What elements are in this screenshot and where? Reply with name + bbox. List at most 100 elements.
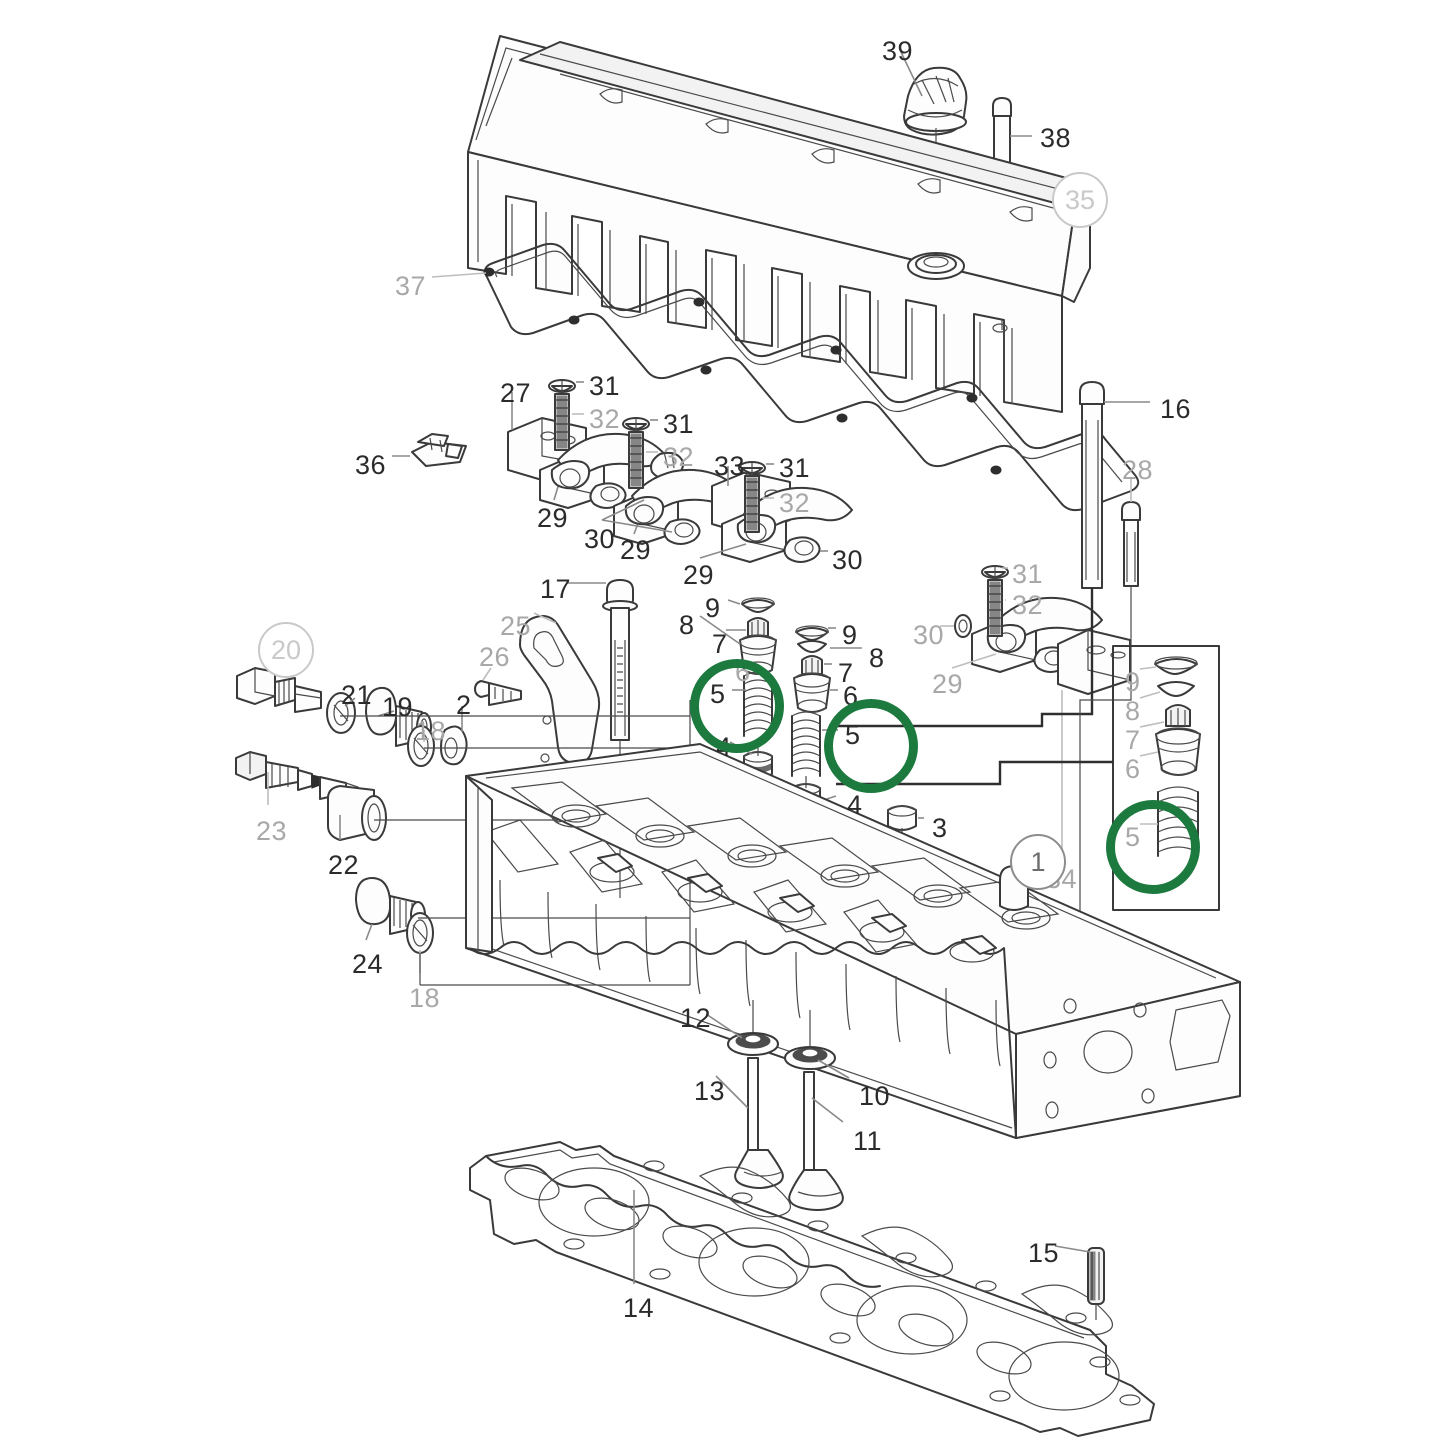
detail-box-part-7: [1165, 704, 1191, 727]
part-6-valve-seal-b: [793, 672, 831, 713]
callout-32-d: 32: [1012, 590, 1044, 620]
callout-7-a: 7: [712, 629, 728, 659]
part-26-bolt: [474, 680, 522, 706]
callout-32-b: 32: [663, 442, 695, 472]
callout-19: 19: [382, 692, 414, 722]
callout-9-c: 9: [1125, 667, 1141, 697]
callout-31-a: 31: [589, 371, 621, 401]
callout-3: 3: [932, 813, 948, 843]
callout-31-c: 31: [779, 453, 811, 483]
part-39-oil-filler-cap: [903, 66, 968, 136]
callout-32-a: 32: [589, 404, 621, 434]
callout-30-b: 30: [832, 545, 864, 575]
part-8-retainer-b: [797, 640, 827, 653]
callout-16: 16: [1160, 394, 1192, 424]
bubble-callout-20: 20: [258, 622, 314, 678]
callout-31-b: 31: [663, 409, 695, 439]
part-32-adjusting-screw-a: [554, 393, 570, 451]
part-9-spring-retainer-a: [741, 597, 775, 613]
callout-14: 14: [623, 1293, 655, 1323]
callout-18-b: 18: [409, 983, 441, 1013]
callout-32-c: 32: [779, 488, 811, 518]
part-35-valve-cover: [467, 35, 1091, 413]
callout-4-b: 4: [847, 790, 863, 820]
callout-10: 10: [859, 1081, 891, 1111]
callout-11: 11: [853, 1126, 883, 1156]
callout-8-a: 8: [679, 610, 695, 640]
part-5-valve-spring-b: [791, 711, 821, 777]
callout-26: 26: [479, 642, 511, 672]
callout-33: 33: [714, 451, 746, 481]
part-12-valve-stem-seal: [727, 1032, 779, 1056]
part-13-intake-valve: [734, 1057, 784, 1189]
callout-30-c: 30: [913, 620, 945, 650]
callout-27: 27: [500, 378, 532, 408]
part-20-injector-assembly: [236, 667, 322, 713]
part-9-spring-retainer-b: [795, 625, 829, 641]
callout-29-c: 29: [683, 560, 715, 590]
part-18-seal-a: [407, 725, 435, 767]
part-30-rocker-arm-d: [986, 596, 1103, 673]
part-25-lifting-bracket: [519, 615, 601, 764]
part-7-collet-a: [747, 617, 769, 637]
part-31-adjuster-nut-a: [548, 379, 576, 394]
part-36-clip: [411, 433, 467, 467]
callout-31-d: 31: [1012, 559, 1044, 589]
callout-7-b: 7: [838, 658, 854, 688]
callout-29-a: 29: [537, 503, 569, 533]
callout-2: 2: [456, 690, 472, 720]
callout-36: 36: [355, 450, 387, 480]
part-31-adjuster-nut-b: [622, 417, 650, 432]
callout-8-c: 8: [1125, 696, 1141, 726]
part-28-bolt: [1121, 501, 1141, 587]
callout-21: 21: [341, 680, 373, 710]
part-16-cylinder-head-bolt: [1079, 381, 1105, 589]
part-24-fitting: [355, 877, 426, 935]
detail-box-part-8: [1157, 681, 1195, 697]
part-37-valve-cover-gasket: [483, 242, 1140, 512]
callout-6-c: 6: [1125, 754, 1141, 784]
part-32-adjusting-screw-d: [987, 579, 1003, 637]
callout-12: 12: [680, 1003, 712, 1033]
callout-29-b: 29: [620, 535, 652, 565]
detail-box-part-6: [1155, 727, 1201, 776]
bubble-callout-35: 35: [1052, 172, 1108, 228]
callout-8-b: 8: [869, 643, 885, 673]
callout-39: 39: [882, 36, 914, 66]
callout-18-a: 18: [415, 716, 447, 746]
callout-38: 38: [1040, 123, 1072, 153]
part-15-dowel-pin: [1087, 1247, 1105, 1305]
highlight-ring-part-5-left: [690, 659, 784, 753]
part-31-adjuster-nut-d: [981, 565, 1009, 580]
part-22-sleeve: [327, 785, 387, 841]
part-32-adjusting-screw-c: [744, 475, 760, 533]
part-1-cylinder-head: [465, 743, 1241, 1139]
part-18-seal-b: [406, 912, 434, 954]
part-3-seal-ring: [887, 805, 917, 831]
callout-29-d: 29: [932, 669, 964, 699]
callout-23: 23: [256, 816, 288, 846]
part-7-collet-b: [801, 655, 823, 675]
callout-7-c: 7: [1125, 725, 1141, 755]
part-30-oring-d: [954, 614, 972, 638]
part-31-adjuster-nut-c: [738, 461, 766, 476]
callout-13: 13: [694, 1076, 726, 1106]
detail-box-part-9: [1154, 656, 1198, 675]
highlight-ring-part-5-middle: [824, 699, 918, 793]
bubble-callout-1: 1: [1010, 834, 1066, 890]
callout-17: 17: [540, 574, 572, 604]
part-11-exhaust-valve: [788, 1071, 844, 1211]
part-34-support-bracket: [1057, 629, 1131, 695]
callout-15: 15: [1028, 1238, 1060, 1268]
part-14-head-gasket: [469, 1141, 1155, 1437]
highlight-ring-part-5-detail: [1106, 800, 1200, 894]
callout-28: 28: [1122, 455, 1154, 485]
callout-30-a: 30: [584, 524, 616, 554]
callout-9-b: 9: [842, 620, 858, 650]
callout-37: 37: [395, 271, 427, 301]
callout-25: 25: [500, 611, 532, 641]
callout-9-a: 9: [705, 593, 721, 623]
callout-22: 22: [328, 850, 360, 880]
